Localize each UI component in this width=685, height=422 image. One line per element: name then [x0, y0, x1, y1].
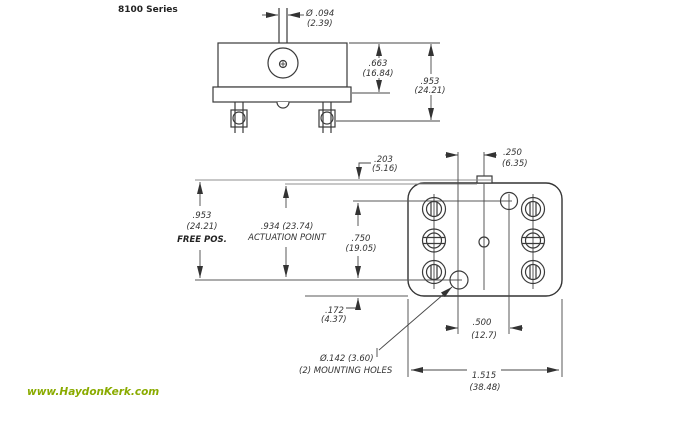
dim-actuation-point: .934 (23.74) ACTUATION POINT	[247, 186, 327, 277]
dim-plunger-extension: .203 (5.16)	[356, 155, 398, 179]
svg-text:.663: .663	[369, 59, 388, 69]
svg-text:(4.37): (4.37)	[321, 315, 347, 325]
dim-overall-height: .953 (24.21)	[336, 44, 446, 122]
mounting-hole-upper	[499, 191, 519, 211]
mounting-hole-lower	[449, 270, 469, 290]
svg-text:.953: .953	[193, 211, 212, 221]
mounting-holes-callout: Ø.142 (3.60) (2) MOUNTING HOLES	[299, 286, 453, 376]
dim-plunger-offset: .250 (6.35)	[445, 148, 528, 169]
svg-text:Ø.142 (3.60): Ø.142 (3.60)	[319, 353, 374, 364]
dim-overall-width: 1.515 (38.48)	[411, 367, 559, 393]
center-hole	[478, 236, 490, 248]
svg-text:.500: .500	[473, 318, 492, 328]
svg-text:.203: .203	[374, 155, 393, 165]
svg-text:(24.21): (24.21)	[187, 222, 218, 232]
svg-text:(19.05): (19.05)	[346, 244, 377, 254]
shaft-boss	[267, 47, 299, 79]
front-view: .203 (5.16) .250 (6.35) .953 (24.21) FRE…	[177, 148, 563, 393]
dim-hole-spacing-vertical: .750 (19.05)	[346, 203, 377, 278]
svg-text:(2.39): (2.39)	[307, 19, 333, 29]
dim-plunger-diameter: Ø .094 (2.39)	[262, 8, 334, 29]
dim-body-height: .663 (16.84)	[349, 42, 440, 94]
terminal-left	[230, 102, 248, 133]
mounting-flange	[212, 86, 352, 103]
svg-text:(6.35): (6.35)	[502, 159, 528, 169]
svg-text:Ø .094: Ø .094	[305, 8, 334, 19]
side-view: Ø .094 (2.39) .663 (16.84) .953 (24.21)	[212, 8, 446, 133]
svg-text:1.515: 1.515	[472, 371, 496, 381]
terminal-right	[318, 102, 336, 133]
svg-text:.953: .953	[421, 77, 440, 87]
website-link[interactable]: www.HaydonKerk.com	[27, 386, 159, 398]
dim-free-position: .953 (24.21) FREE POS.	[177, 182, 227, 278]
series-title: 8100 Series	[118, 5, 178, 15]
svg-text:(5.16): (5.16)	[372, 164, 398, 174]
plunger-shaft	[278, 8, 288, 48]
svg-text:FREE POS.: FREE POS.	[177, 235, 227, 245]
svg-text:.934 (23.74): .934 (23.74)	[261, 222, 314, 232]
svg-text:(38.48): (38.48)	[470, 383, 501, 393]
svg-text:ACTUATION POINT: ACTUATION POINT	[247, 233, 326, 243]
svg-text:(24.21): (24.21)	[415, 86, 446, 96]
switch-body-side	[217, 42, 348, 88]
svg-text:.750: .750	[352, 234, 371, 244]
dim-hole-spacing-horizontal: .500 (12.7)	[445, 318, 523, 341]
svg-text:.250: .250	[503, 148, 522, 158]
svg-text:(12.7): (12.7)	[471, 331, 497, 341]
svg-text:.172: .172	[325, 306, 344, 316]
svg-text:(16.84): (16.84)	[363, 69, 394, 79]
dim-hole-to-edge: .172 (4.37)	[321, 298, 361, 325]
flange-bump	[276, 101, 290, 109]
svg-text:(2) MOUNTING HOLES: (2) MOUNTING HOLES	[299, 366, 393, 376]
